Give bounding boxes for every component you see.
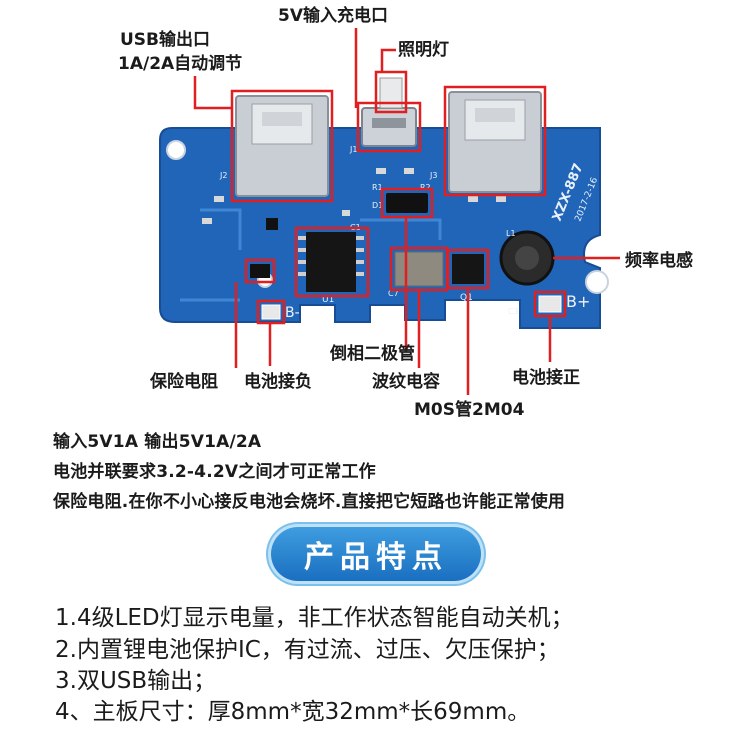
label-input-port: 5V输入充电口	[278, 5, 388, 26]
label-diode: 倒相二极管	[329, 343, 415, 364]
silk-c7: C7	[388, 289, 399, 298]
silk-b-minus: B-	[285, 305, 300, 321]
label-usb-output-line1: USB输出口	[120, 29, 210, 50]
fuse-resistor	[250, 264, 270, 278]
note-battery-voltage: 电池并联要求3.2-4.2V之间才可正常工作	[53, 462, 376, 482]
silk-j1: J1	[349, 145, 357, 154]
smd-components	[202, 168, 506, 230]
pcb-diagram: XZX-887 2017-2-16 B+ B- U1 Q1 J1 J2 J3 L…	[118, 5, 693, 420]
note-fuse-warning: 保险电阻.在你不小心接反电池会烧坏.直接把它短路也许能正常使用	[53, 492, 566, 512]
silk-r1: R1	[372, 183, 383, 192]
inductor-core	[515, 246, 539, 270]
label-battery-neg: 电池接负	[244, 371, 312, 392]
feature-item: 1.4级LED灯显示电量，非工作状态智能自动关机；	[55, 605, 574, 631]
micro-usb-slot	[372, 118, 406, 128]
ripple-capacitor	[394, 251, 444, 287]
label-battery-pos: 电池接正	[512, 367, 580, 388]
label-inductor: 频率电感	[625, 250, 693, 271]
silk-l1: L1	[506, 229, 516, 238]
silk-b-plus: B+	[566, 292, 590, 311]
label-mos: M0S管2M04	[414, 399, 525, 420]
silk-q1: Q1	[460, 293, 473, 303]
label-fuse-resistor: 保险电阻	[149, 371, 218, 392]
usb-right-box	[443, 85, 547, 197]
leader-lines	[193, 28, 620, 395]
note-io-spec: 输入5V1A 输出5V1A/2A	[53, 432, 262, 452]
silk-c3: C3	[508, 307, 519, 316]
battery-neg-pad	[261, 304, 281, 320]
ic-box	[294, 226, 370, 298]
label-light: 照明灯	[398, 40, 449, 60]
section-title: 产品特点	[304, 540, 448, 575]
battery-pos-pad	[538, 295, 562, 313]
diode-component	[386, 193, 428, 213]
silk-j3: J3	[429, 171, 437, 180]
light-box	[374, 70, 408, 114]
callout-boxes	[230, 70, 567, 325]
feature-item: 3.双USB输出；	[55, 668, 217, 694]
mount-hole-left	[166, 140, 186, 160]
ic-u1-pins	[298, 236, 364, 276]
silk-r2: R2	[420, 183, 431, 192]
label-ripple-cap: 波纹电容	[372, 371, 440, 392]
feature-item: 4、主板尺寸：厚8mm*宽32mm*长69mm。	[55, 699, 531, 725]
silk-j2: J2	[219, 171, 227, 180]
usb-left-box	[230, 89, 334, 203]
section-title-badge: 产品特点	[271, 527, 481, 581]
feature-item: 2.内置锂电池保护IC，有过流、过压、欠压保护；	[55, 637, 560, 663]
silk-d1: D1	[372, 201, 383, 210]
label-usb-output-line2: 1A/2A自动调节	[118, 53, 242, 74]
mount-hole-right	[585, 270, 609, 294]
usb-port-right-tongue	[475, 108, 515, 122]
silk-u1: U1	[322, 295, 334, 305]
pcb-traces	[180, 208, 442, 302]
mos-q1	[452, 254, 484, 284]
fuse-box	[244, 258, 276, 284]
input-box	[356, 101, 422, 153]
led-light	[379, 77, 403, 109]
usb-port-left-tongue	[262, 112, 302, 126]
ic-u1	[306, 232, 356, 292]
